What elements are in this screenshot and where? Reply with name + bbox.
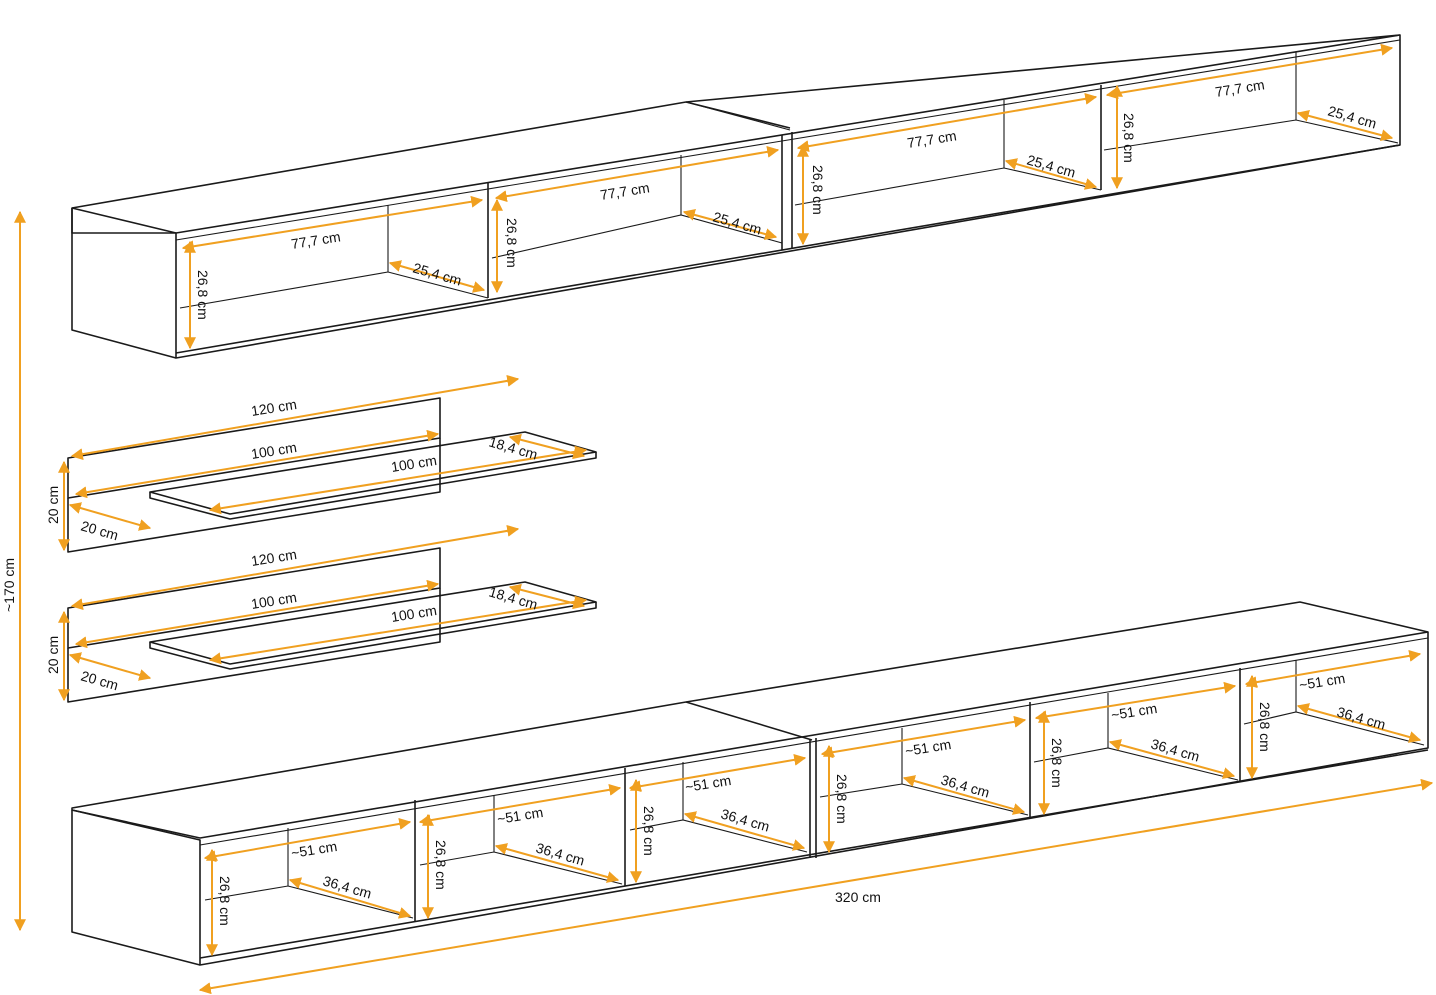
dim-label-width: 77,7 cm (599, 179, 651, 203)
dim-label-panel-depth: 20 cm (79, 518, 120, 544)
dim-label-height: 26,8 cm (217, 876, 233, 926)
top-cabinet-dimensions: 77,7 cm 25,4 cm 26,8 cm 77,7 cm 25,4 cm … (181, 43, 1394, 350)
dim-label-height: 26,8 cm (810, 165, 826, 215)
dim-label-height: 26,8 cm (195, 270, 211, 320)
dim-label-panel-height: 20 cm (45, 636, 61, 674)
dim-label-height: 26,8 cm (1121, 113, 1137, 163)
dim-label-shelf-width: 100 cm (250, 589, 298, 612)
dim-label-total-width: 320 cm (835, 889, 881, 905)
dim-label-width: 77,7 cm (906, 127, 958, 151)
shelf-set-2: 120 cm 100 cm 100 cm 18,4 cm 20 cm 20 cm (45, 524, 597, 703)
dim-label-width: 77,7 cm (290, 228, 342, 252)
dim-label-shelf-width: 100 cm (250, 439, 298, 462)
dim-label-width: 77,7 cm (1214, 76, 1266, 100)
dim-label-shelf-panel-width: 120 cm (250, 396, 298, 419)
dim-label-height: 26,8 cm (834, 774, 850, 824)
dim-label-depth: 25,4 cm (1025, 152, 1077, 181)
dim-label-width: ~51 cm (1298, 670, 1346, 693)
dim-label-width: ~51 cm (904, 736, 952, 759)
dim-label-shelf-width: 100 cm (390, 452, 438, 475)
dim-label-height: 26,8 cm (1257, 702, 1273, 752)
dim-label-panel-height: 20 cm (45, 486, 61, 524)
dim-label-total-height: ~170 cm (1, 558, 17, 612)
top-wall-cabinet (71, 34, 1401, 359)
dim-label-height: 26,8 cm (1049, 738, 1065, 788)
dim-label-shelf-width: 100 cm (390, 602, 438, 625)
dim-label-panel-depth: 20 cm (79, 668, 120, 694)
dim-label-height: 26,8 cm (504, 218, 520, 268)
dim-label-depth: 25,4 cm (711, 209, 763, 238)
dim-label-depth: 36,4 cm (1335, 704, 1387, 733)
dim-label-shelf-panel-width: 120 cm (250, 546, 298, 569)
overall-dimensions: ~170 cm 320 cm (1, 210, 1434, 995)
dim-label-height: 26,8 cm (641, 806, 657, 856)
dim-label-width: ~51 cm (1110, 700, 1158, 723)
dim-label-depth: 25,4 cm (411, 260, 463, 289)
dim-label-height: 26,8 cm (433, 840, 449, 890)
dim-label-width: ~51 cm (684, 772, 732, 795)
bottom-cabinet-dimensions: ~51 cm 36,4 cm 26,8 cm ~51 cm 36,4 cm 26… (203, 649, 1422, 957)
shelf-set-1: 120 cm 100 cm 100 cm 18,4 cm 20 cm 20 cm (45, 374, 597, 553)
